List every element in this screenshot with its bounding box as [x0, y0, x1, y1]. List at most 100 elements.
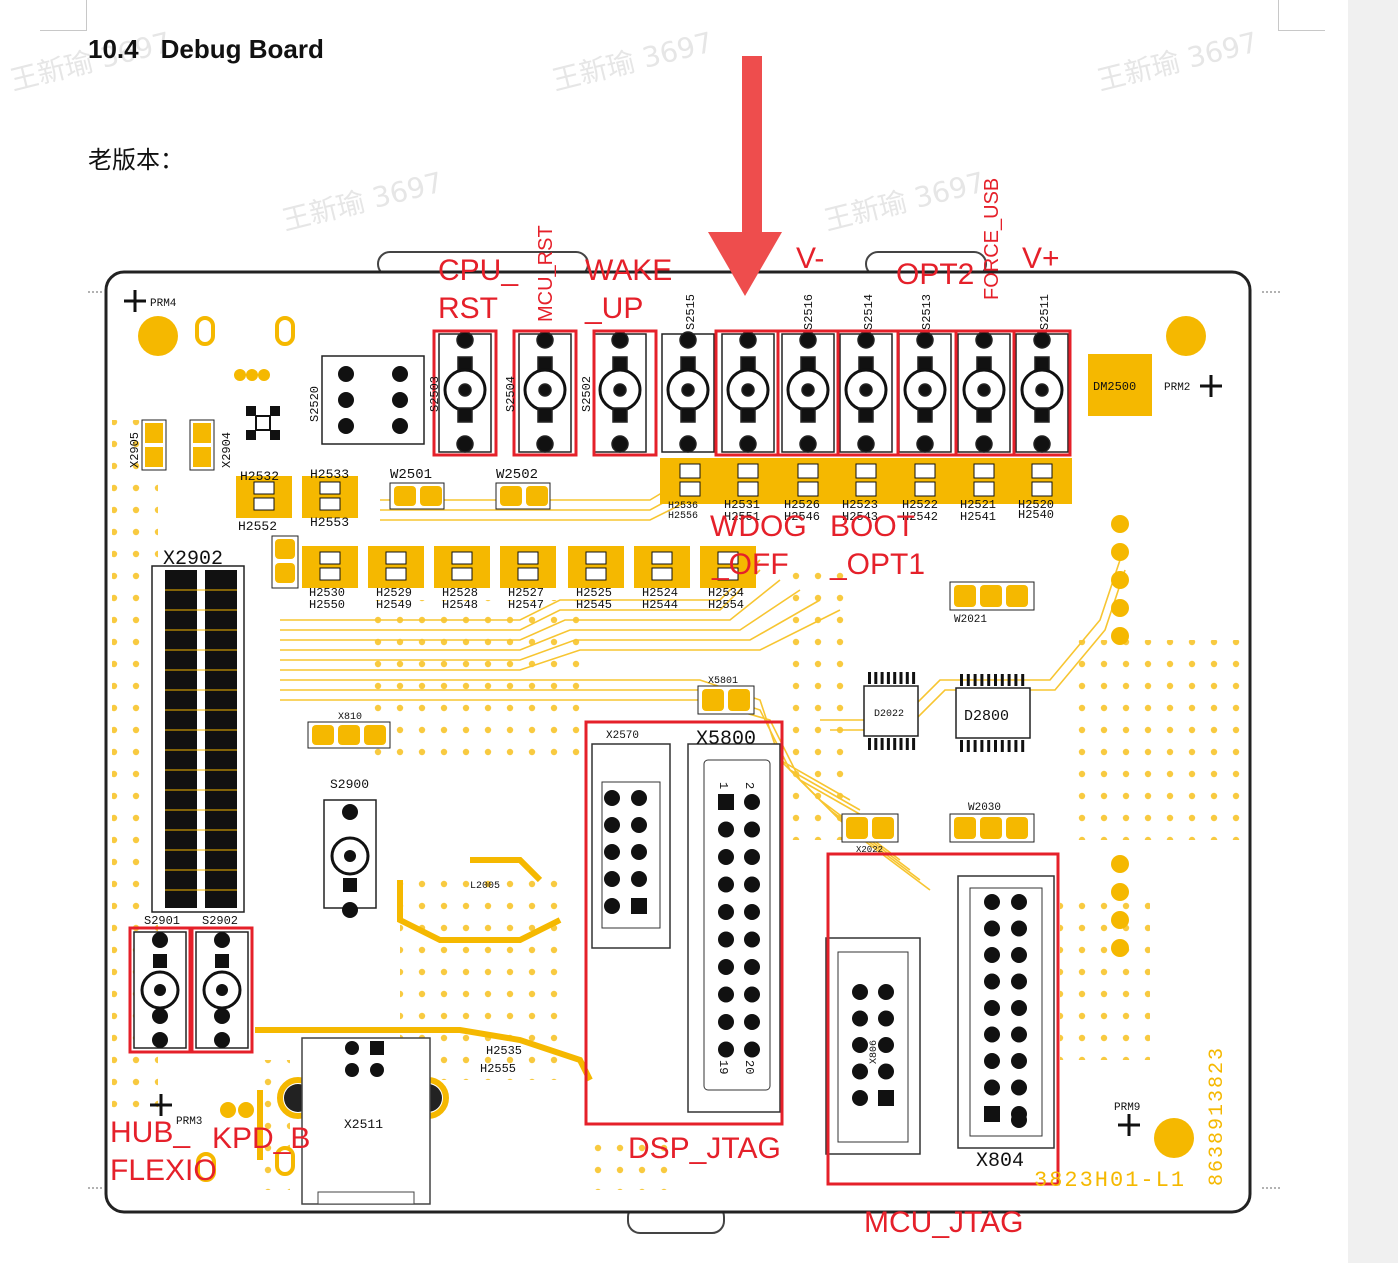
label-pin-19: 19	[716, 1060, 730, 1074]
solder-jumper	[434, 546, 490, 588]
switch-s2520	[321, 355, 425, 445]
header-pin	[604, 871, 620, 887]
annotation-wake-up: WAKE	[585, 254, 672, 287]
tact-switch	[1015, 331, 1069, 453]
solder-jumper	[718, 458, 778, 504]
ic-pin	[874, 672, 878, 684]
header-pin	[852, 1010, 868, 1027]
label-l2005: L2005	[470, 881, 500, 892]
silkscreen-labels: PRM4 PRM2 PRM3 PRM9 DM2500 X2902 X2905 X…	[128, 294, 1190, 1173]
annotation-wdog-off: _OFF	[711, 548, 789, 581]
annotation-hub-flexio: HUB_	[110, 1116, 191, 1149]
jumper-w2030	[949, 813, 1035, 843]
label-h2540: H2540	[1018, 508, 1054, 522]
header-pin	[1011, 1112, 1027, 1128]
label-s2514: S2514	[862, 294, 876, 330]
label-x804: X804	[976, 1150, 1024, 1173]
jumper-x5801	[697, 685, 755, 715]
solder-jumper	[895, 458, 955, 504]
label-h2546: H2546	[784, 510, 820, 524]
annotation-cpu-rst: RST	[438, 292, 498, 325]
jumper-x810	[307, 721, 391, 749]
connector-x2511	[301, 1037, 431, 1205]
ic-pin	[994, 674, 997, 686]
header-pin	[631, 817, 647, 833]
connector-x804	[957, 875, 1055, 1149]
label-h2525: H2525	[576, 586, 612, 600]
header-pin	[744, 986, 760, 1003]
ic-pin	[905, 738, 909, 750]
board-part-number: 8638913823 3823H01-L1	[1034, 1046, 1229, 1193]
ic-pin	[874, 738, 878, 750]
ic-pin	[868, 672, 871, 684]
ic-pin	[893, 672, 897, 684]
highlight-box	[512, 329, 578, 457]
label-pin-1: 1	[716, 782, 730, 789]
ic-pin	[994, 740, 997, 752]
label-h2520: H2520	[1018, 498, 1054, 512]
header-pin-1	[878, 1090, 894, 1106]
jumper-row-left	[236, 476, 756, 588]
ic-pin	[1000, 740, 1004, 752]
solder-jumper	[500, 546, 556, 588]
tact-switch	[839, 331, 893, 453]
label-h2556: H2556	[668, 511, 698, 522]
page-corner-marker	[1278, 0, 1325, 31]
label-h2555: H2555	[480, 1062, 516, 1076]
ic-pin	[960, 740, 963, 752]
header-pin	[718, 876, 734, 893]
tact-switch	[661, 331, 715, 453]
jumper-x2905	[141, 419, 167, 471]
ic-d2022	[863, 672, 919, 750]
label-h2531: H2531	[724, 498, 760, 512]
header-pin	[718, 849, 734, 865]
tact-switch	[781, 331, 835, 453]
annotation-force-usb: FORCE_USB	[981, 178, 1003, 300]
header-pin	[878, 1037, 894, 1053]
header-pin	[984, 894, 1000, 910]
ic-pin	[912, 672, 916, 684]
ic-pin	[868, 738, 871, 750]
header-pin	[852, 1037, 868, 1053]
ic-pin	[960, 674, 963, 686]
jumper-x2904	[189, 419, 215, 471]
label-s2502: S2502	[580, 376, 594, 412]
header-pin	[744, 931, 760, 948]
ic-d2800	[955, 674, 1031, 752]
header-pin	[852, 984, 868, 1000]
label-h2529: H2529	[376, 586, 412, 600]
header-pin	[984, 973, 1000, 990]
label-s2515: S2515	[684, 294, 698, 330]
page-corner-marker	[40, 0, 87, 31]
header-pin	[1011, 973, 1027, 990]
label-w2502: W2502	[496, 467, 538, 483]
label-h2526: H2526	[784, 498, 820, 512]
label-h2551: H2551	[724, 510, 760, 524]
fiducials	[124, 290, 1222, 1136]
solder-jumper	[954, 458, 1014, 504]
header-pin	[1011, 1000, 1027, 1016]
pointer-arrow	[708, 56, 782, 296]
tact-switch	[518, 331, 572, 453]
header-pin	[718, 1041, 734, 1058]
ic-pin	[905, 672, 909, 684]
solder-jumper	[302, 546, 358, 588]
header-pin-1	[631, 898, 647, 914]
header-pin	[604, 817, 620, 833]
annotation-kpd-b: KPD_B	[212, 1122, 310, 1155]
header-pin	[744, 904, 760, 920]
annotation-hub-flexio: FLEXIO	[110, 1154, 217, 1187]
ic-pin	[966, 674, 970, 686]
label-h2534: H2534	[708, 586, 744, 600]
label-s2901: S2901	[144, 914, 180, 928]
header-pin	[852, 1090, 868, 1106]
header-pin	[744, 794, 760, 810]
annotation-v-plus: V+	[1022, 242, 1060, 275]
label-h2550: H2550	[309, 598, 345, 612]
ic-pin	[1014, 674, 1018, 686]
component-v2900	[246, 406, 280, 440]
header-pin	[718, 1014, 734, 1030]
solder-jumper	[236, 476, 292, 518]
ic-pin	[893, 738, 897, 750]
label-s2504: S2504	[504, 376, 518, 412]
